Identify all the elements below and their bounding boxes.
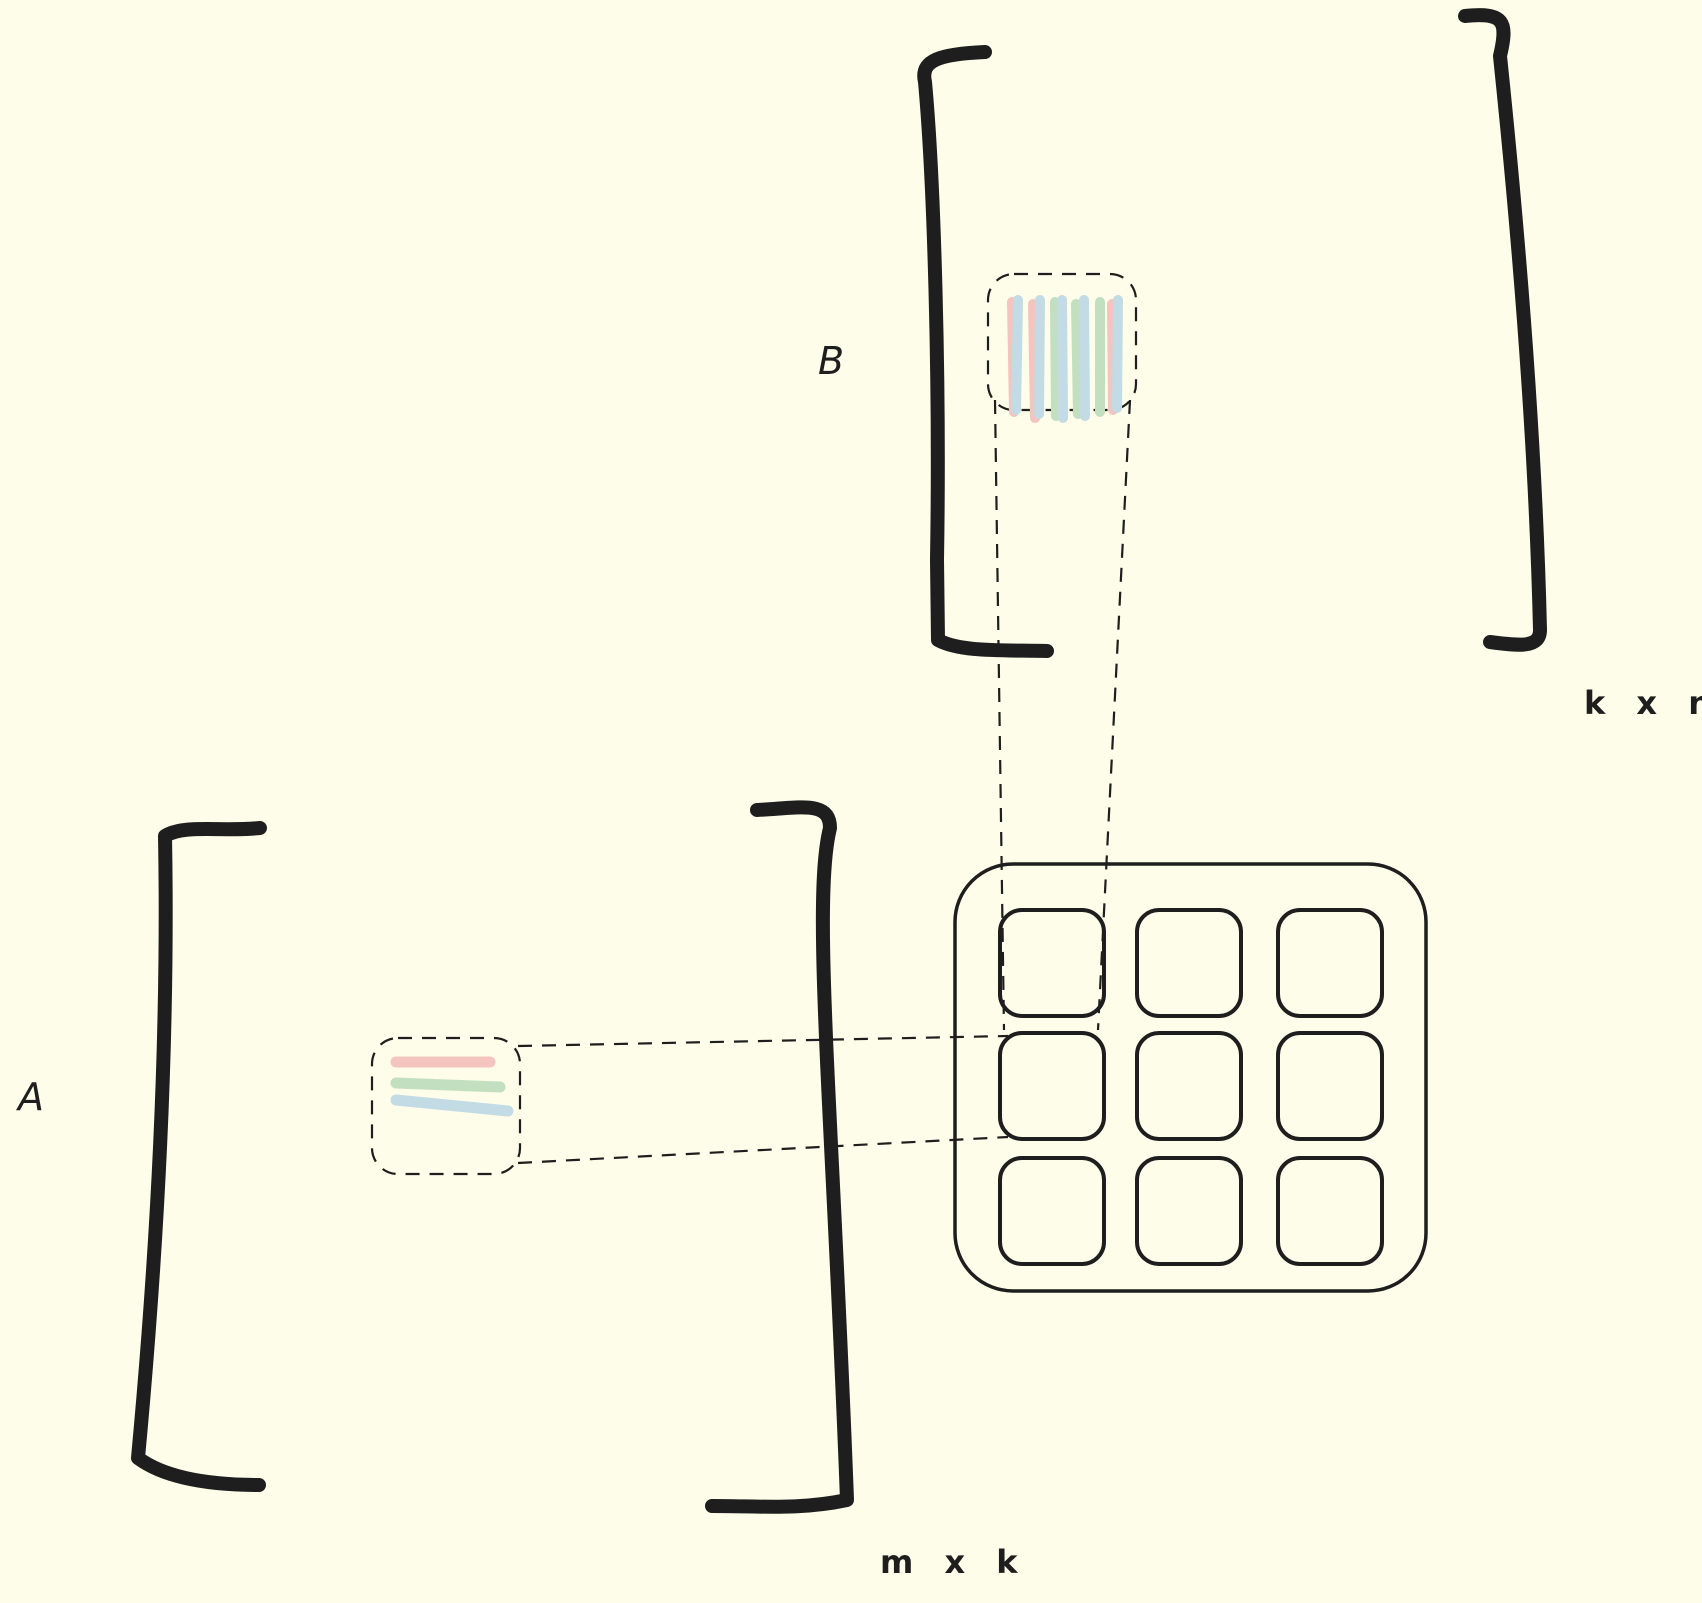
output-matrix-frame (953, 862, 1428, 1293)
matrix-a-left-bracket (131, 821, 267, 1492)
output-cell-r1-c1 (998, 908, 1106, 1018)
matrix-a-label: A (15, 1075, 44, 1119)
matrix-b-highlight-box (986, 272, 1138, 412)
row-strokes (390, 1056, 514, 1117)
a-projection-top (517, 1034, 1009, 1048)
matrix-a-highlight-box (370, 1036, 522, 1176)
output-cell-r1-c2 (1135, 908, 1243, 1018)
output-cell-r1-c3 (1276, 908, 1384, 1018)
output-cell-r2-c3 (1276, 1031, 1384, 1141)
matrix-b-dimensions: k x n (1584, 684, 1702, 722)
matrix-a-dimensions: m x k (880, 1543, 1028, 1581)
output-cell-r3-c3 (1276, 1156, 1384, 1266)
output-cell-r3-c1 (998, 1156, 1106, 1266)
b-projection-right (1096, 399, 1132, 1031)
a-projection-bottom (517, 1135, 1009, 1165)
output-matrix (953, 862, 1428, 1293)
matrix-b-column-highlight (986, 272, 1138, 423)
matrix-a-row-highlight (370, 1036, 522, 1176)
matrix-b-label: B (818, 339, 844, 383)
output-cell-r2-c1 (998, 1031, 1106, 1141)
output-cell-r2-c2 (1135, 1031, 1243, 1141)
matrix-b-right-bracket (1458, 8, 1547, 652)
b-projection-left (993, 399, 1006, 1031)
output-cell-r3-c2 (1135, 1156, 1243, 1266)
output-cells (998, 908, 1384, 1266)
matrix-a-right-bracket (705, 800, 854, 1514)
matrix-b-left-bracket (917, 45, 1054, 658)
column-strokes (1007, 295, 1123, 423)
